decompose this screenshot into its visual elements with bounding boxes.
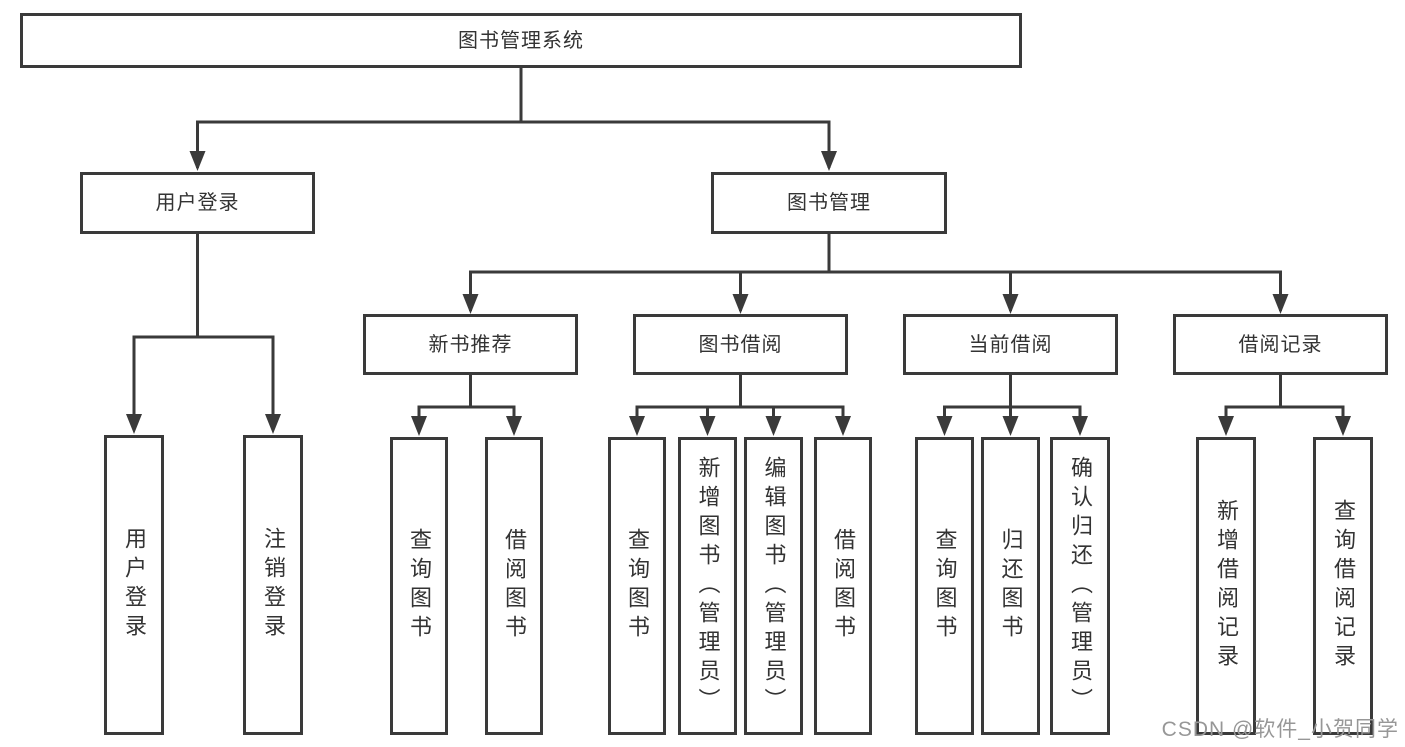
node-label: 借阅图书 [502,528,527,644]
leaf-edit-book-admin: 编辑图书（管理员） [744,437,803,735]
leaf-borrow-books-1: 借阅图书 [485,437,543,735]
leaf-borrow-books-2: 借阅图书 [814,437,872,735]
arrowheads [126,151,1351,436]
leaf-query-books-3: 查询图书 [915,437,974,735]
node-new-book-recommend: 新书推荐 [363,314,578,375]
csdn-watermark: CSDN @软件_小贺同学 [1161,718,1399,741]
node-current-borrow: 当前借阅 [903,314,1118,375]
leaf-add-book-admin: 新增图书（管理员） [678,437,737,735]
leaf-add-borrow-record: 新增借阅记录 [1196,437,1256,735]
node-root: 图书管理系统 [20,13,1022,68]
node-label: 新书推荐 [428,333,513,356]
leaf-confirm-return-admin: 确认归还（管理员） [1050,437,1110,735]
node-label: 归还图书 [998,528,1024,644]
node-label: 查询借阅记录 [1331,499,1356,673]
node-label: 新增图书（管理员） [695,455,721,717]
node-borrow-record: 借阅记录 [1173,314,1388,375]
node-label: 确认归还（管理员） [1068,455,1093,717]
node-label: 注销登录 [261,527,286,643]
node-label: 编辑图书（管理员） [761,455,787,717]
leaf-user-login: 用户登录 [104,435,164,735]
node-book-management: 图书管理 [711,172,947,234]
leaf-query-books-2: 查询图书 [608,437,666,735]
leaf-logout: 注销登录 [243,435,303,735]
leaf-query-borrow-record: 查询借阅记录 [1313,437,1373,735]
leaf-query-books-1: 查询图书 [390,437,448,735]
node-label: 借阅记录 [1238,333,1323,356]
node-label: 当前借阅 [968,333,1053,356]
leaf-return-book: 归还图书 [981,437,1040,735]
node-label: 借阅图书 [831,528,856,644]
node-label: 图书管理 [787,192,871,214]
node-label: 用户登录 [155,192,240,214]
node-label: 查询图书 [932,528,958,644]
node-label: 查询图书 [407,528,432,644]
node-book-borrow: 图书借阅 [633,314,848,375]
node-user-login: 用户登录 [80,172,315,234]
node-label: 图书借阅 [698,333,783,356]
node-label: 图书管理系统 [458,29,584,52]
node-label: 新增借阅记录 [1214,499,1239,673]
node-label: 用户登录 [122,527,147,643]
node-label: 查询图书 [625,528,650,644]
